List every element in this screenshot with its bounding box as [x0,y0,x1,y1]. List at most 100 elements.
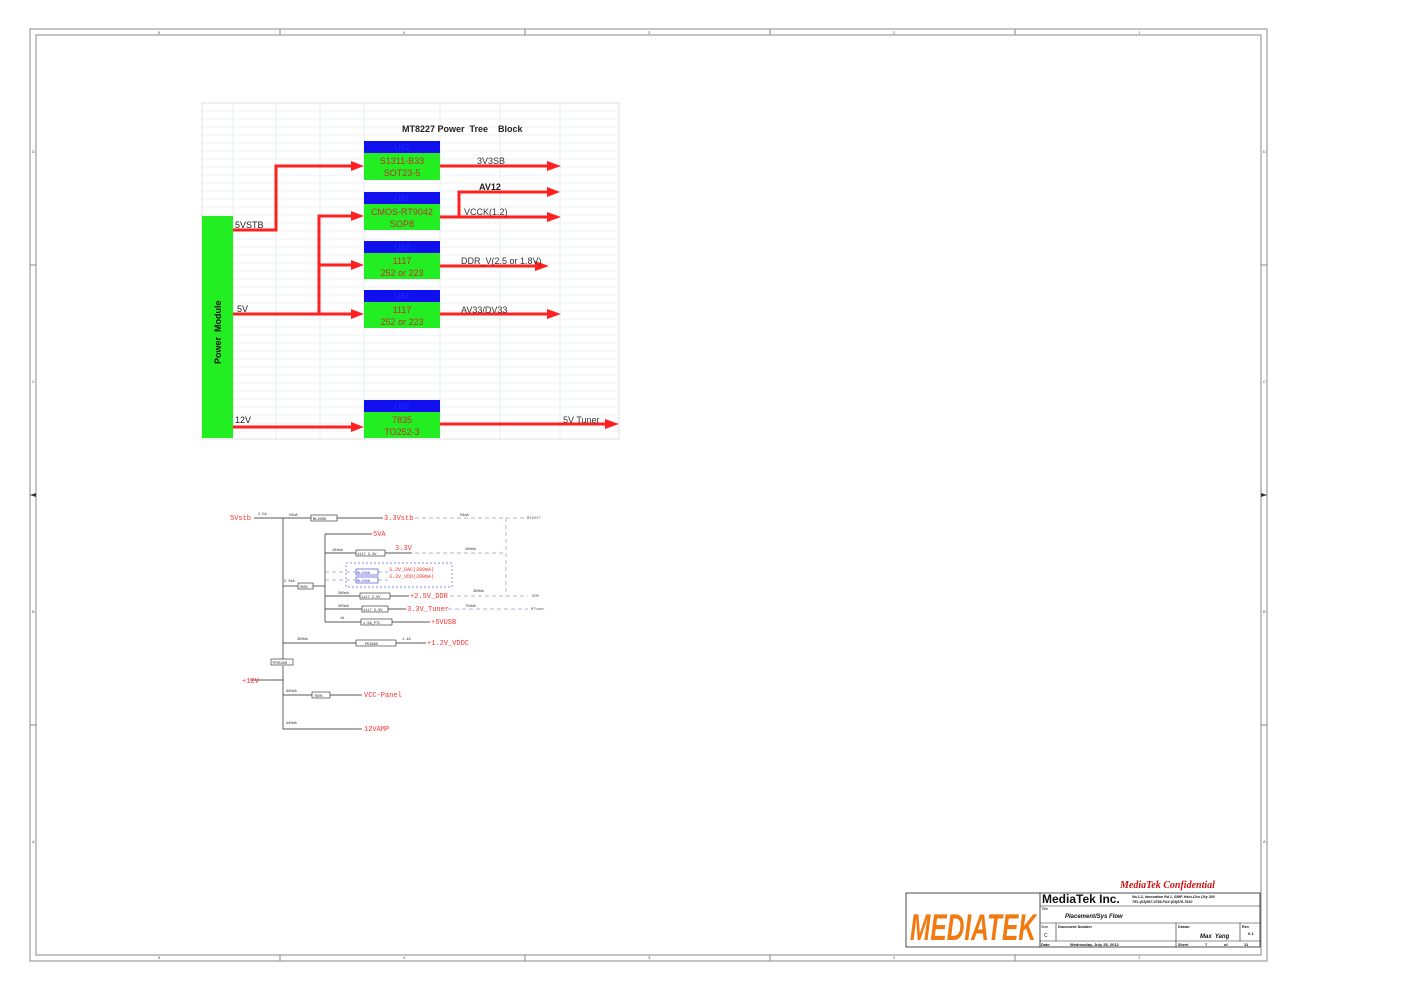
source-12v: +12V [242,678,260,686]
regulator-u64-pkg: 252 or 223 [380,317,423,327]
part-ml2006-1: ML2006 [313,518,326,522]
document-number-label: Document Number [1058,925,1092,929]
company-address-2: TEL:(03)567-0766 FAX:(03)578-7610 [1132,900,1192,904]
regulator-u65-part: 7835 [392,415,412,425]
current-8: 300mA [473,590,485,594]
rail-1v2-vddc: +1.2V_VDDC [427,640,469,648]
title-block-frame [905,892,1261,948]
title-block: MediaTek Confidential MEDIATEK MediaTek … [905,880,1261,948]
current-6: 2.0kA [284,579,296,584]
mediatek-logo-text: MEDIATEK [910,907,1038,948]
regulator-u61: U61 CMOS-RT9042 SOP8 [364,192,440,230]
zone-left-D: D [32,149,35,154]
zone-top-4: 4 [403,30,406,35]
current-3: 50mA [460,514,469,518]
power-tree-title: MT8227 Power Tree Block [402,124,524,134]
rail-3v3: 3.3V [395,545,413,553]
power-tree-diagram: MT8227 Power Tree Block Power Module 5V S… [201,102,620,440]
center-marker-left [30,493,36,497]
zone-bottom-2: 2 [893,955,896,960]
company-address-1: No.1-2, Innovation Rd 1, SBIP, Hsin-Chu … [1132,895,1215,899]
part-ml2006-3: ML2006 [357,580,370,584]
zone-bottom-4: 4 [403,955,406,960]
size-value: C [1044,933,1048,939]
part-ptc: 1.5A_PTC [363,622,380,626]
regulator-u63-ref: U63 [395,243,410,252]
regulator-u62-pkg: SOT23-5 [384,168,421,178]
date-value: Wednesday, July 25, 2012 [1070,942,1120,947]
sheet-title: Placement/Sys Flow [1065,914,1123,920]
power-module-block [202,216,233,438]
regulator-u65-pkg: TO252-3 [384,427,419,437]
zone-top-5: 5 [158,30,161,35]
part-pe9865: PE9865 [365,643,378,647]
zone-top-1: 1 [1138,30,1141,35]
rail-labels: 3.3Vstb 5VA 3.3V 3.3V_DAC(200mA) 3.3V_VD… [364,515,469,734]
power-module-label: Power Module [213,300,223,364]
rail-vcc-panel: VCC-Panel [364,692,402,700]
confidential-label: MediaTek Confidential [1119,880,1215,891]
input-12v-label: 12V [235,415,251,425]
size-label: Size [1041,925,1048,929]
current-9: 300mA [338,605,350,609]
zone-left-B: B [32,609,35,614]
zone-labels: 5 4 3 2 1 5 4 3 2 1 D C B A D C B A [32,30,1266,960]
regulator-u63-part: 1117 [393,256,412,266]
rail-3v3stb: 3.3Vstb [384,515,413,523]
zone-bottom-1: 1 [1138,955,1141,960]
current-15: 900mA [286,722,298,726]
sheet-label: Sheet [1178,943,1189,947]
zone-right-A: A [1263,839,1266,844]
zone-top-3: 3 [648,30,651,35]
output-3v3sb-label: 3V3SB [477,156,505,166]
zone-bottom-5: 5 [158,955,161,960]
regulator-u61-ref: U61 [395,194,410,203]
rail-3v3-tuner: 3.3V_Tuner [407,606,449,614]
regulator-u63: U63 1117 252 or 223 [364,241,440,279]
rev-label: Rev [1242,925,1250,929]
center-marker-right [1261,493,1267,497]
zone-right-D: D [1263,149,1266,154]
part-ml2006-2: ML2006 [357,572,370,576]
current-1: 2.5A [258,513,267,517]
rail-2v5-ddr: +2.5V_DDR [410,593,449,601]
current-11: 1A [340,617,345,621]
source-5vstb: 5Vstb [230,515,251,523]
current-10: 750mA [465,605,477,609]
regulator-u64-part: 1117 [393,305,412,315]
drawn-value: Max Yang [1200,934,1230,940]
rail-5vusb: +5VUSB [431,619,456,627]
load-mt8227: MT8227 [527,517,541,521]
output-av12-label: AV12 [479,182,501,192]
regulator-u62: U62 S1311-B33 SOT23-5 [364,141,440,180]
zone-bottom-3: 3 [648,955,651,960]
input-5v-label: 5V [237,304,248,314]
part-1117-33: 1117 3.3V [357,553,377,557]
part-1117-33-tuner: 1117 3.3V [363,609,383,613]
load-labels: MT8227 DDR MTuner [527,517,545,612]
drawn-label: Drawn [1178,925,1190,929]
regulator-u61-pkg: SOP8 [390,219,414,229]
sys-flow-wires [250,517,430,730]
current-14: 800mA [286,690,298,694]
sys-flow-dashed [325,517,528,610]
regulator-u64-ref: U64 [395,292,410,301]
rail-5va: 5VA [373,531,386,539]
zone-right-C: C [1263,379,1266,384]
output-5v-tuner-label: 5V Tuner [563,415,600,425]
date-label: Date: [1041,943,1051,947]
current-labels: 2.5A 50mA 50mA 400mA 400mA 2.0kA 300mA 3… [258,513,485,726]
zone-left-C: C [32,379,35,384]
rail-12vamp: 12VAMP [364,726,389,734]
zone-top-2: 2 [893,30,896,35]
rev-value: 0.1 [1248,931,1254,936]
current-4: 400mA [332,549,344,553]
current-5: 400mA [465,548,477,552]
part-7805-1: 7805 [299,586,308,590]
load-mtuner: MTuner [531,607,545,612]
part-tps5430: TPS5430 [272,662,287,666]
mediatek-logo: MEDIATEK [910,907,1038,948]
load-ddr: DDR [532,595,540,599]
rail-3v3-dac: 3.3V_DAC(200mA) [389,567,434,573]
